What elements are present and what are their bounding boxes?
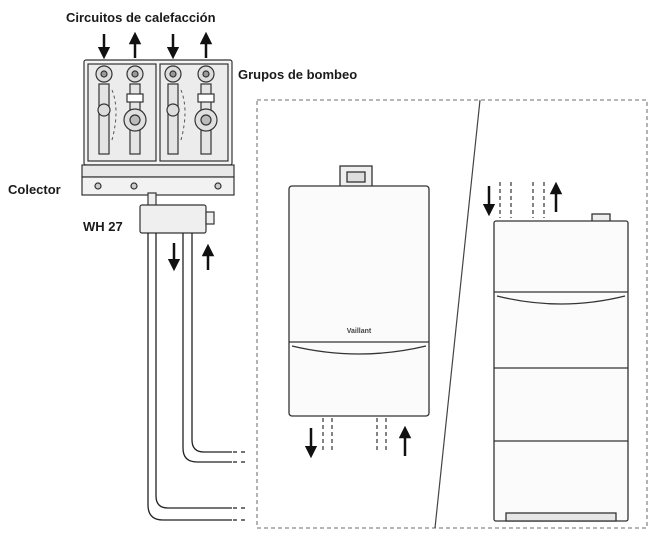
collector-bar [81, 164, 235, 196]
connection-pipes [147, 233, 232, 521]
wh27-label: WH 27 [83, 219, 123, 234]
wall-boiler-arrows [304, 425, 412, 459]
wall-boiler [288, 165, 430, 417]
floor-boiler-connections [499, 182, 545, 218]
pump-groups-block [83, 59, 233, 166]
heating-circuits-label: Circuitos de calefacción [66, 10, 216, 25]
wall-boiler-connections [322, 418, 387, 450]
boiler-options-frame [256, 99, 648, 529]
pipe-continuation-dashes [233, 451, 248, 521]
floor-boiler-arrows [482, 181, 563, 217]
heating-circuit-arrows [97, 31, 213, 60]
pump-groups-label: Grupos de bombeo [238, 67, 358, 82]
floor-boiler [493, 213, 629, 522]
boiler-logo: Vaillant [347, 328, 372, 335]
options-divider [434, 99, 481, 529]
separator-arrows [167, 243, 215, 272]
collector-label: Colector [8, 182, 61, 197]
wh27-separator [139, 192, 215, 234]
